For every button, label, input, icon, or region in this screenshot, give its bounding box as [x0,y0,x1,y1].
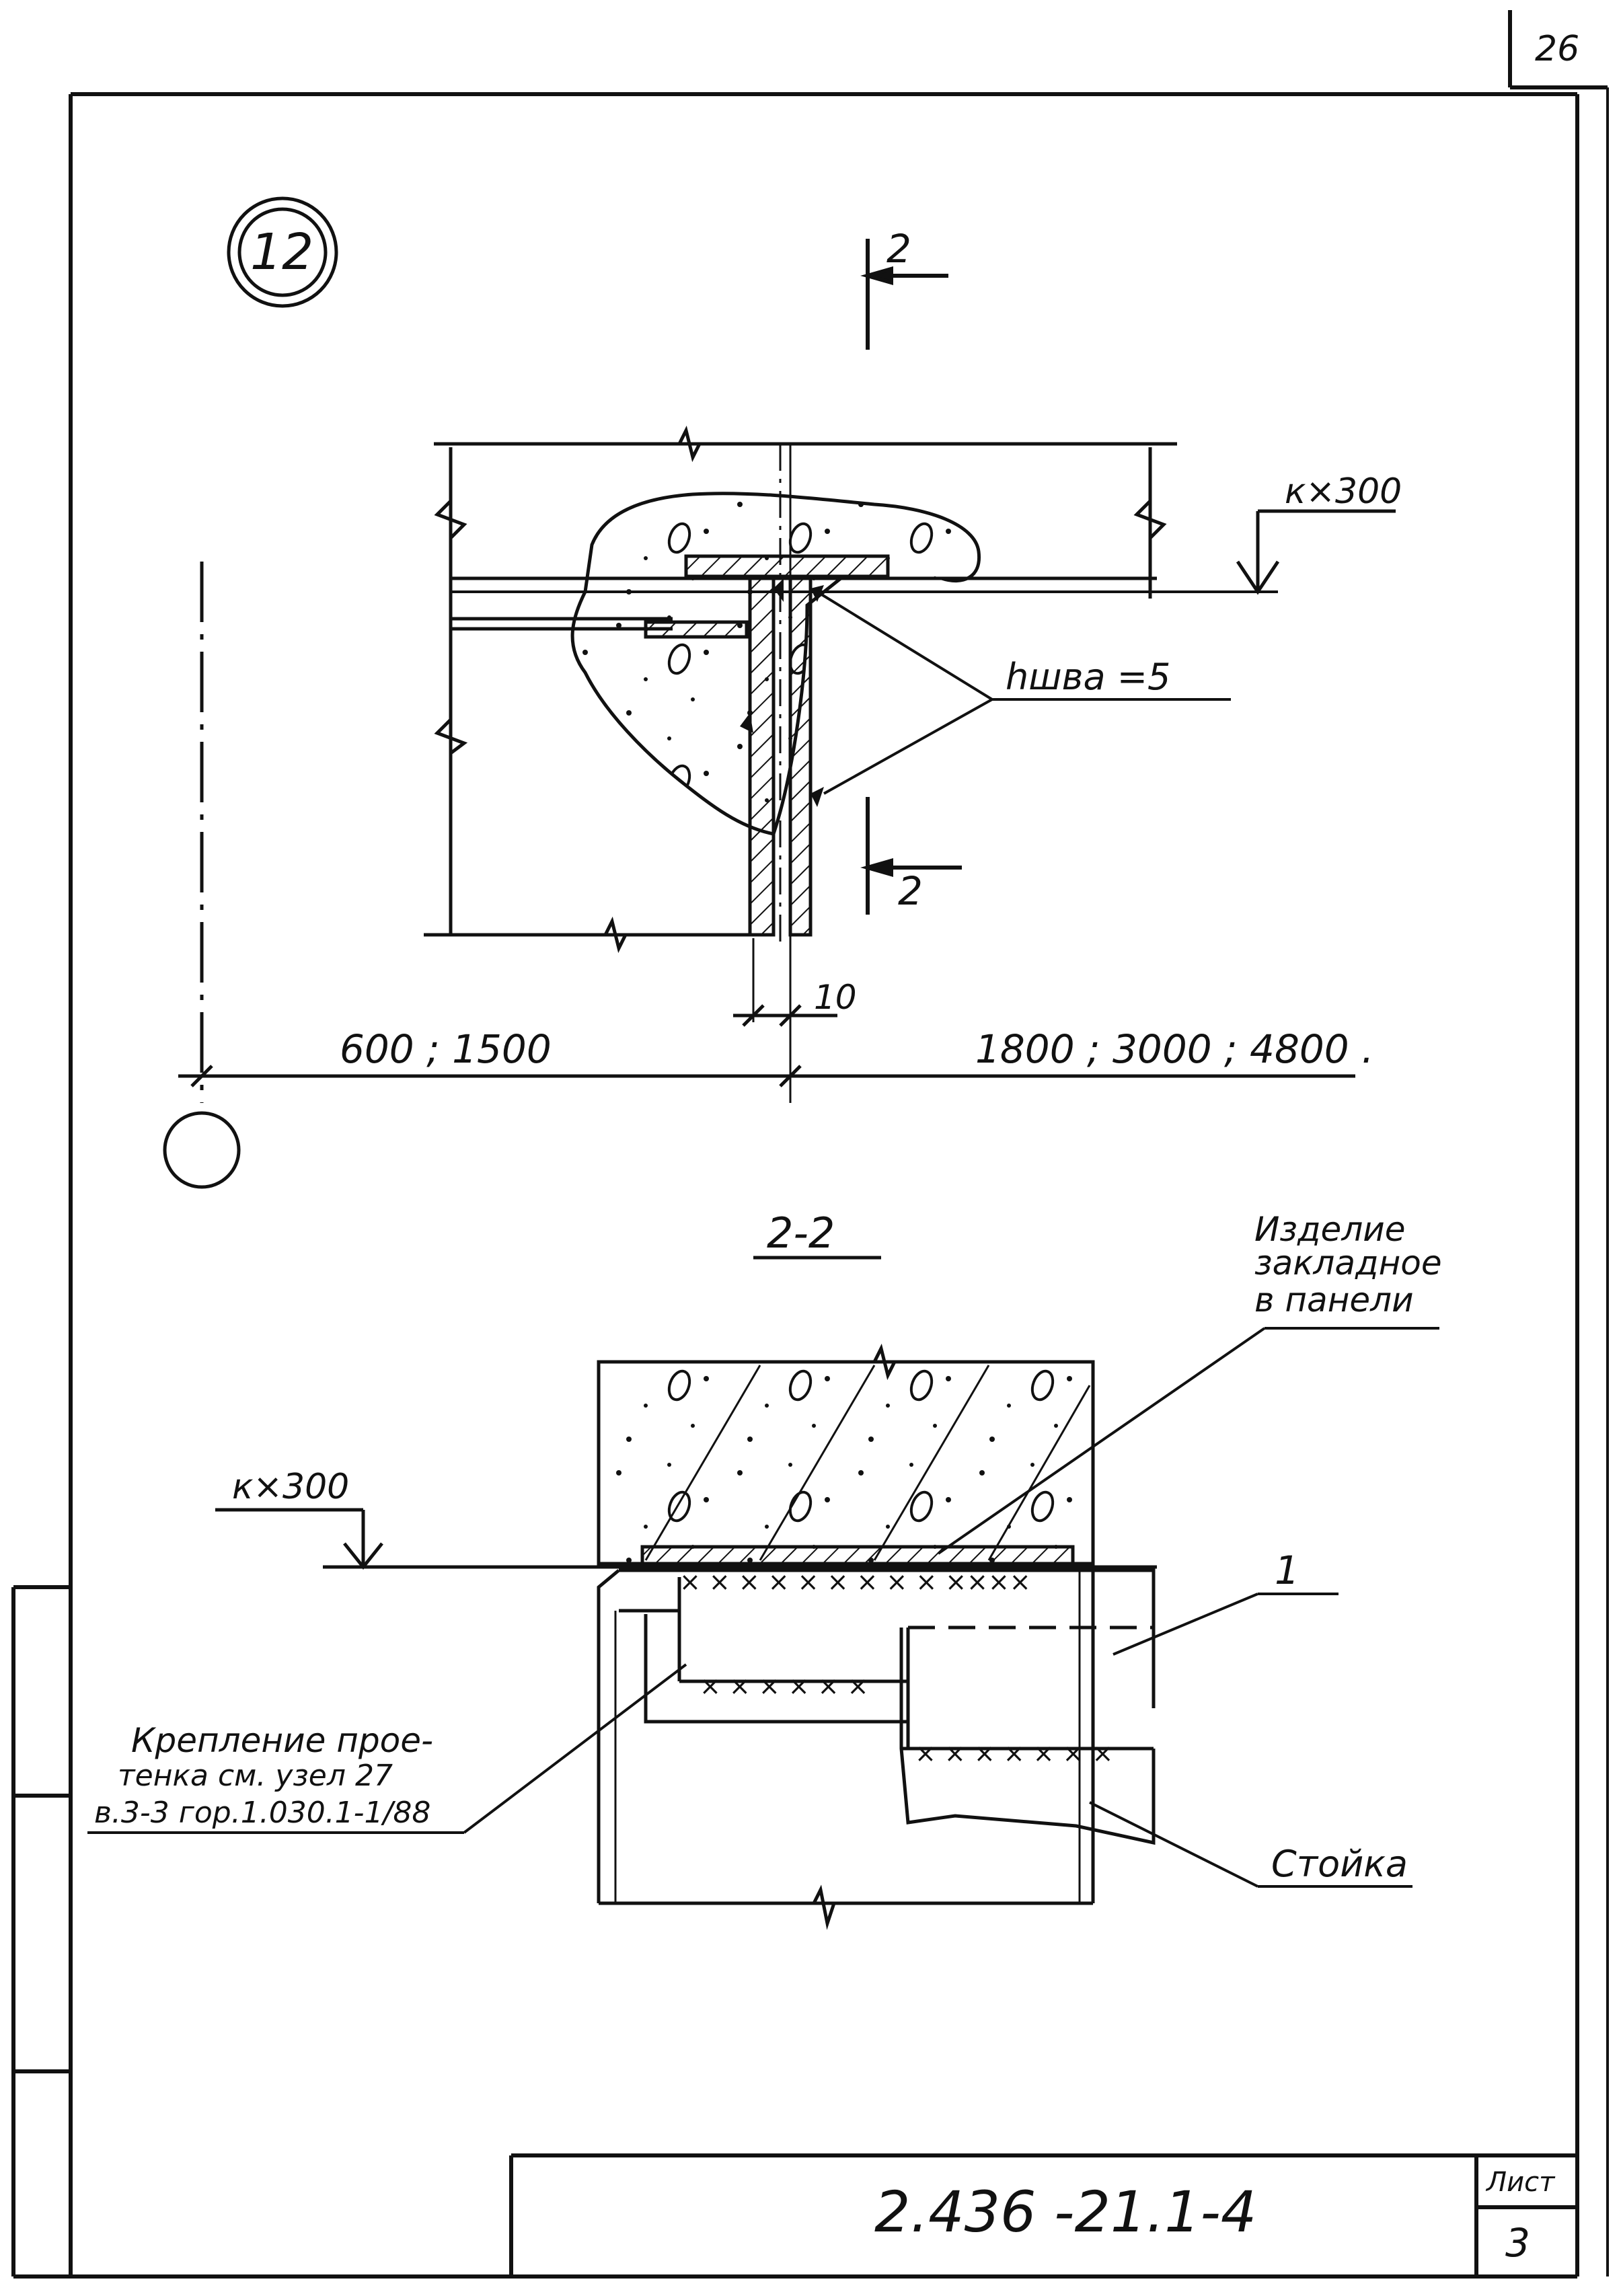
axis-marker [163,1111,241,1189]
section-mark-bottom-label: 2 [898,868,923,914]
section-detail: × × × × × × × × × ×××× × × × × × × × × ×… [87,1327,1439,1930]
embedded-label-line-1: Изделие [1254,1210,1406,1249]
sheet-frame [11,10,1609,2279]
stoyka-label: Стойка [1271,1843,1408,1885]
node-number: 12 [250,223,313,281]
plan-detail [424,425,1396,954]
level-mark-section: к×300 [232,1467,349,1507]
sheet-label: Лист [1485,2167,1556,2198]
level-mark-top: к×300 [1285,471,1402,512]
svg-text:× × × × × ×: × × × × × × [700,1671,868,1701]
svg-text:× × × × × × ×: × × × × × × × [915,1738,1113,1768]
dimension-left: 600 ; 1500 [340,1026,552,1072]
title-block [509,2153,1577,2276]
gap-dimension: 10 [814,978,857,1017]
node-marker [227,196,338,308]
fixing-label-line-3: в.3-3 гор.1.030.1-1/88 [94,1796,430,1830]
page-number: 26 [1535,29,1579,69]
weld-size: hшва =5 [1006,656,1170,698]
section-mark-top-label: 2 [887,226,911,272]
dimension-line [178,444,1355,1103]
section-mark-top [860,239,948,350]
section-mark-bottom [860,797,962,915]
fixing-label-line-2: тенка см. узел 27 [118,1759,393,1793]
document-code: 2.436 -21.1-4 [874,2179,1256,2245]
position-label-1: 1 [1275,1547,1299,1593]
sheet-number: 3 [1505,2220,1530,2266]
embedded-label-line-2: закладное [1254,1243,1442,1283]
svg-text:× × × × × × × × × ××××: × × × × × × × × × ×××× [679,1567,1031,1597]
dimension-right: 1800 ; 3000 ; 4800 . [975,1026,1374,1072]
embedded-label-line-3: в панели [1254,1280,1414,1319]
section-title: 2-2 [767,1209,835,1258]
fixing-label-line-1: Крепление прое- [131,1721,433,1760]
